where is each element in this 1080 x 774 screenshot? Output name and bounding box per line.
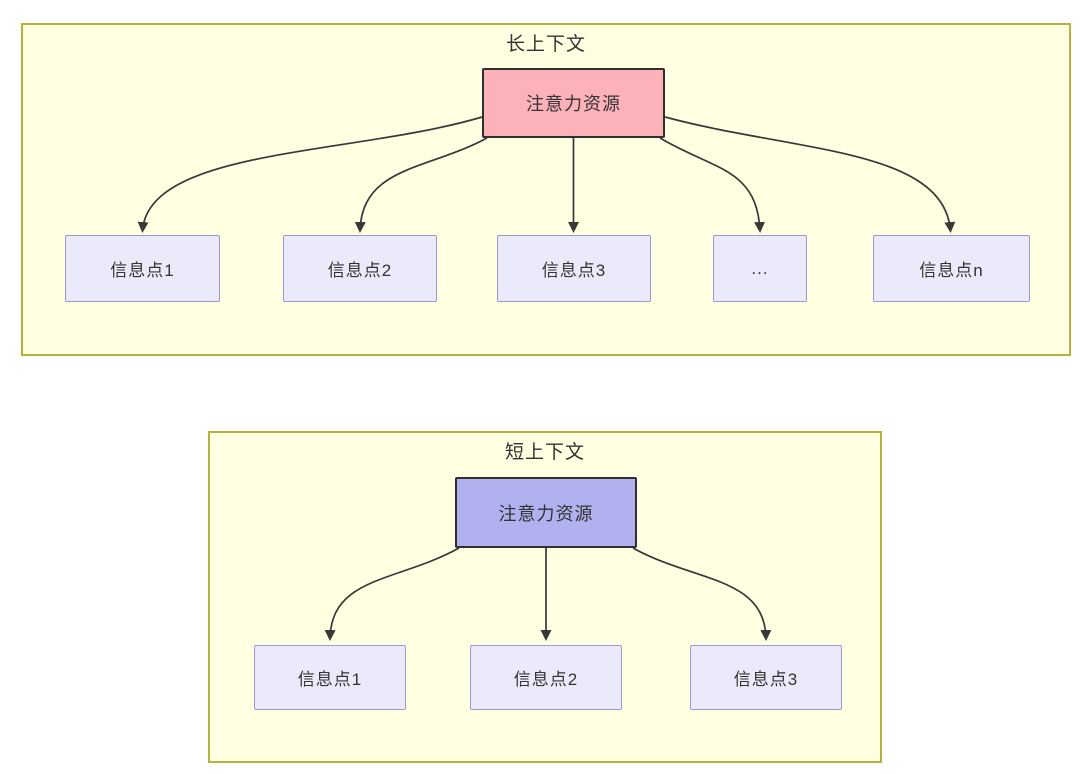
long-context-title: 长上下文 [505,34,586,55]
arrow-long-node5 [664,116,956,233]
info-node-long-ellipsis: ... [713,235,807,302]
info-node-short-1: 信息点1 [254,645,406,710]
attention-hub-short: 注意力资源 [455,477,637,548]
arrow-short-node1 [324,547,460,641]
info-node-short-2: 信息点2 [470,645,622,710]
arrow-short-node3 [632,547,772,641]
arrow-long-node2 [354,137,488,233]
info-node-long-n: 信息点n [873,235,1030,302]
arrow-long-node1 [137,116,483,233]
attention-hub-long: 注意力资源 [482,68,665,138]
info-node-long-3: 信息点3 [497,235,651,302]
info-node-long-2: 信息点2 [283,235,437,302]
arrow-long-node4 [659,137,766,233]
short-context-title: 短上下文 [504,442,585,463]
info-node-short-3: 信息点3 [690,645,842,710]
info-node-long-1: 信息点1 [65,235,220,302]
